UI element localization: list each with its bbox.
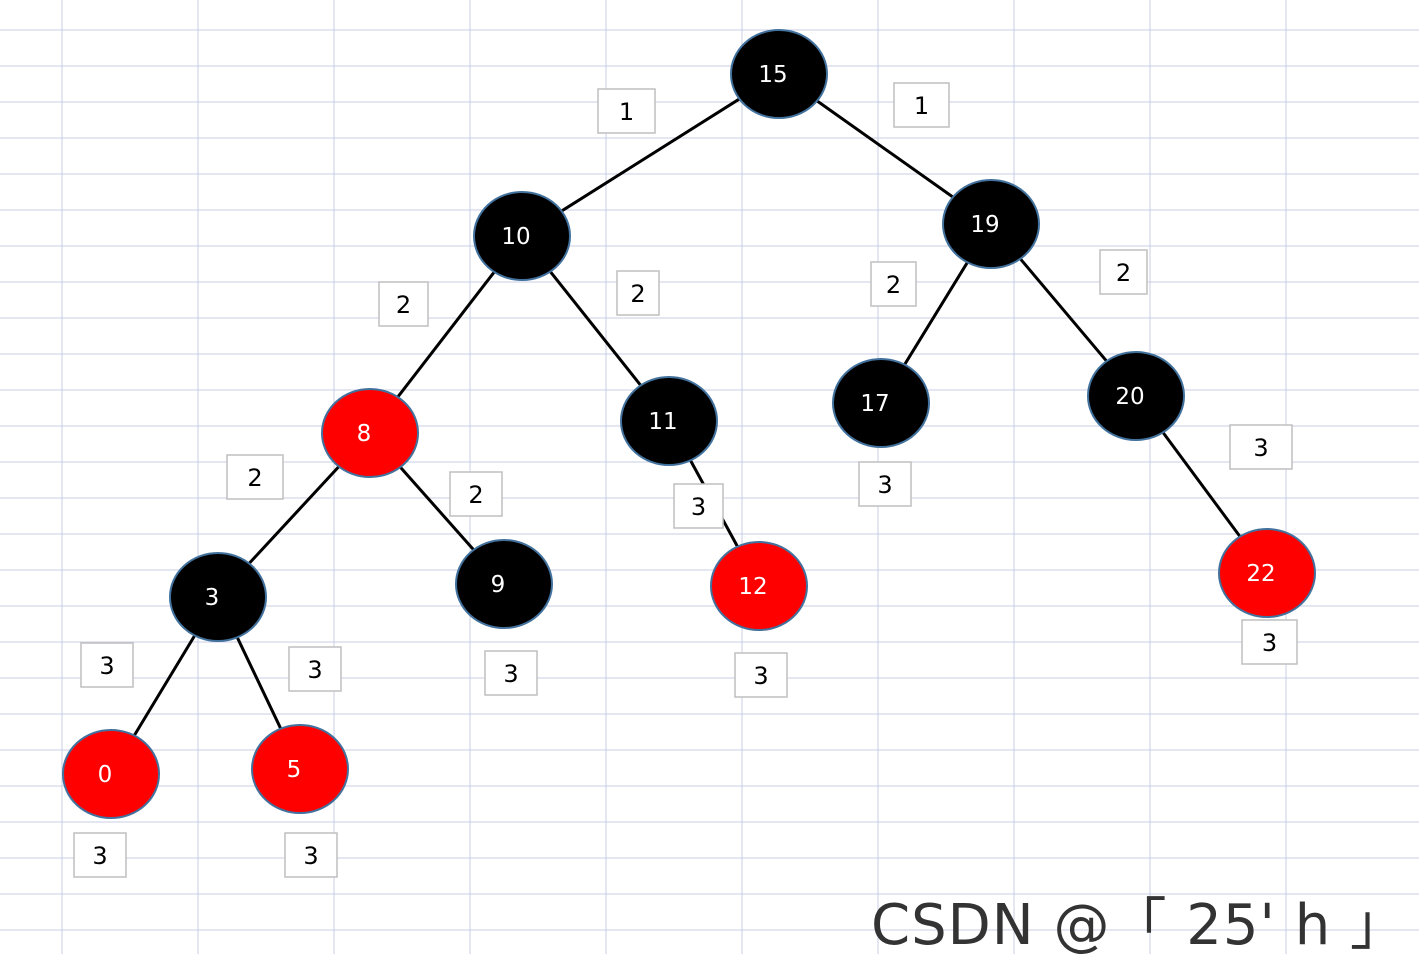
weight-label: 2 — [1116, 259, 1131, 287]
node-circle — [321, 388, 419, 478]
edge-n10-n8 — [396, 271, 496, 398]
edge-n8-n3 — [247, 465, 341, 565]
tree-node-0: 0 — [62, 729, 160, 819]
tree-node-15: 15 — [730, 29, 828, 119]
node-circle — [169, 552, 267, 642]
weight-label: 2 — [396, 291, 411, 319]
weight-label-box — [378, 281, 429, 327]
node-circle — [832, 358, 930, 448]
weight-label-box — [616, 270, 660, 316]
node-value: 5 — [287, 757, 302, 783]
node-circle — [730, 29, 828, 119]
weight-label: 3 — [307, 656, 322, 684]
edge-n8-n9 — [399, 466, 475, 551]
weight-label-box — [858, 461, 912, 507]
weight-label-box — [870, 261, 917, 307]
weight-label-box — [288, 646, 342, 692]
node-value: 11 — [648, 409, 677, 435]
node-circle — [1218, 528, 1316, 618]
weight-label-box — [1229, 424, 1293, 470]
node-value: 10 — [501, 224, 530, 250]
weight-label: 3 — [503, 660, 518, 688]
node-circle — [1087, 351, 1185, 441]
tree-node-8: 8 — [321, 388, 419, 478]
tree-node-3: 3 — [169, 552, 267, 642]
node-value: 15 — [758, 62, 787, 88]
tree-node-9: 9 — [455, 539, 553, 629]
node-value: 19 — [970, 212, 999, 238]
node-circle — [473, 191, 571, 281]
weight-label-box — [484, 650, 538, 696]
weight-label-box — [1241, 619, 1298, 665]
weight-label-box — [597, 88, 656, 134]
node-value: 22 — [1246, 561, 1275, 587]
node-value: 20 — [1115, 384, 1144, 410]
node-value: 9 — [491, 572, 506, 598]
edge-n3-n0 — [132, 634, 197, 737]
node-value: 3 — [205, 585, 220, 611]
weight-label-box — [1099, 249, 1148, 295]
weight-label-box — [284, 832, 338, 878]
weight-label: 3 — [691, 493, 706, 521]
weight-label: 3 — [1262, 629, 1277, 657]
weight-label: 3 — [99, 652, 114, 680]
edge-n10-n11 — [549, 270, 642, 387]
node-value: 12 — [738, 574, 767, 600]
tree-node-17: 17 — [832, 358, 930, 448]
tree-node-11: 11 — [620, 376, 718, 466]
node-circle — [942, 179, 1040, 269]
tree-node-10: 10 — [473, 191, 571, 281]
weight-label-box — [449, 471, 503, 517]
edges-layer — [132, 97, 1242, 737]
tree-node-12: 12 — [710, 541, 808, 631]
node-value: 0 — [98, 762, 113, 788]
weight-label-box — [734, 652, 788, 698]
weight-label: 1 — [914, 92, 929, 120]
node-circle — [620, 376, 718, 466]
tree-node-20: 20 — [1087, 351, 1185, 441]
node-circle — [455, 539, 553, 629]
weight-label: 3 — [303, 842, 318, 870]
weight-label: 3 — [877, 471, 892, 499]
node-value: 17 — [860, 391, 889, 417]
node-value: 8 — [357, 421, 372, 447]
weight-label: 2 — [247, 464, 262, 492]
tree-node-22: 22 — [1218, 528, 1316, 618]
weight-label: 3 — [92, 842, 107, 870]
edge-n3-n5 — [235, 636, 283, 730]
weight-label: 3 — [753, 662, 768, 690]
weight-label-box — [893, 82, 950, 128]
weight-label: 3 — [1253, 434, 1268, 462]
weight-label: 2 — [468, 481, 483, 509]
edge-n20-n22 — [1161, 431, 1242, 538]
weight-label-box — [673, 483, 724, 529]
tree-node-19: 19 — [942, 179, 1040, 269]
weight-label: 2 — [630, 280, 645, 308]
node-circle — [251, 724, 349, 814]
weight-label: 1 — [619, 98, 634, 126]
weight-label: 2 — [886, 271, 901, 299]
tree-node-5: 5 — [251, 724, 349, 814]
edge-n15-n10 — [560, 97, 741, 213]
weight-label-box — [80, 642, 134, 688]
watermark: CSDN @「 25' h 」 — [870, 893, 1407, 958]
weight-label-box — [226, 454, 284, 500]
weight-label-box — [73, 832, 127, 878]
node-circle — [710, 541, 808, 631]
edge-n19-n20 — [1019, 257, 1108, 363]
edge-n19-n17 — [903, 261, 969, 366]
node-circle — [62, 729, 160, 819]
edge-n15-n19 — [816, 99, 954, 199]
